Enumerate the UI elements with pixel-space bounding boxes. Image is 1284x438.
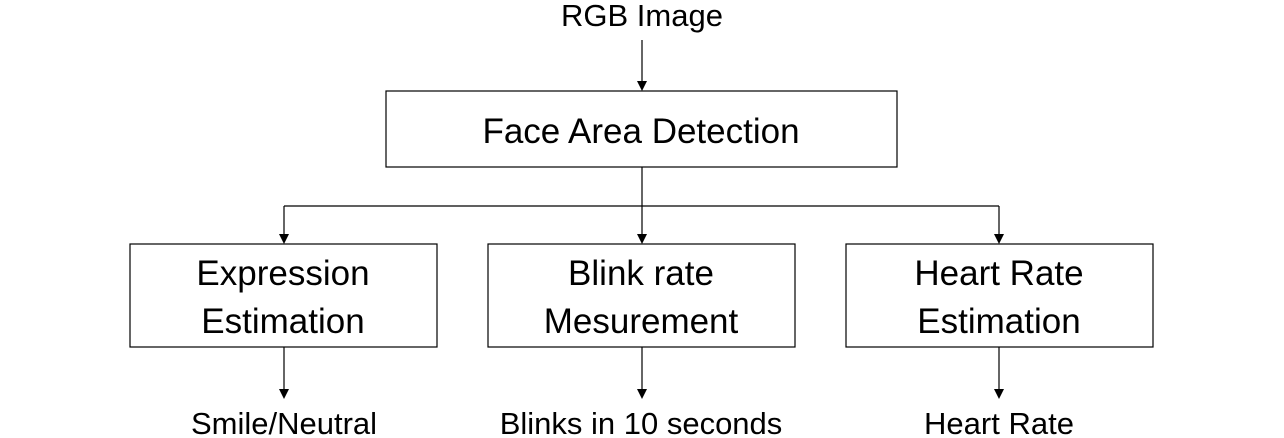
heart-rate-estimation-box — [845, 243, 1154, 348]
arrowhead-to-blink — [637, 234, 647, 244]
arrowhead-blink-output — [637, 389, 647, 399]
blink-output-label: Blinks in 10 seconds — [500, 406, 783, 438]
heart-rate-estimation-label-line2: Estimation — [917, 302, 1080, 341]
arrowhead-to-expression — [279, 234, 289, 244]
arrowhead-to-heart — [994, 234, 1004, 244]
blink-rate-measurement-label-line2: Mesurement — [544, 302, 739, 341]
face-area-detection-label: Face Area Detection — [482, 112, 799, 151]
expression-estimation-label-line2: Estimation — [201, 302, 364, 341]
expression-output-label: Smile/Neutral — [191, 406, 377, 438]
heart-rate-output-label: Heart Rate — [924, 406, 1074, 438]
input-label: RGB Image — [561, 0, 723, 33]
expression-estimation-label-line1: Expression — [196, 254, 369, 293]
arrowhead-heart-output — [994, 389, 1004, 399]
blink-rate-measurement-label-line1: Blink rate — [568, 254, 714, 293]
arrowhead-expression-output — [279, 389, 289, 399]
blink-rate-measurement-box — [487, 243, 796, 348]
heart-rate-estimation-label-line1: Heart Rate — [914, 254, 1083, 293]
arrowhead-input-to-detector — [637, 81, 647, 91]
